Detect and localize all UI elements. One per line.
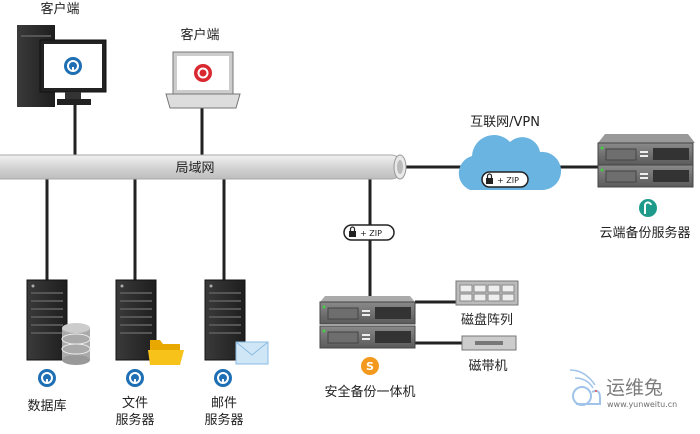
mail-server: 邮件 服务器 (204, 279, 269, 428)
client-desktop: 客户端 (17, 1, 107, 107)
lock-icon (486, 178, 493, 184)
cloud-backup-server: 云端备份服务器 (597, 134, 695, 241)
watermark-url: www.yunweitu.cn (607, 400, 677, 409)
appliance-label: 安全备份一体机 (324, 384, 415, 400)
lan-label: 局域网 (175, 161, 214, 176)
server-label: 服务器 (204, 412, 243, 428)
tape-label: 磁带机 (468, 359, 507, 374)
folder-icon (148, 340, 184, 365)
mail-icon (235, 341, 269, 365)
database-icon (61, 323, 91, 365)
appliance-logo-icon (361, 357, 379, 375)
badge-label: + ZIP (497, 176, 519, 185)
database-server: 数据库 (26, 279, 91, 414)
server-label: 服务器 (115, 412, 154, 428)
server-logo-icon (37, 368, 57, 388)
client-laptop: 客户端 (165, 27, 241, 109)
server-label: 邮件 (211, 396, 237, 411)
server-logo-icon (213, 368, 233, 388)
rabbit-icon (569, 369, 596, 389)
internet-label: 互联网/VPN (470, 115, 540, 130)
encryption-zip-badge: + ZIP (343, 224, 395, 241)
server-label: 文件 (122, 396, 148, 411)
cloud-server-label: 云端备份服务器 (599, 225, 690, 241)
client-label: 客户端 (180, 27, 219, 43)
backup-appliance: S 安全备份一体机 (319, 296, 416, 400)
internet-cloud: 互联网/VPN + ZIP (458, 115, 562, 190)
disk-array: 磁盘阵列 (455, 280, 519, 328)
client-logo-icon (63, 56, 83, 76)
svg-text:S: S (366, 360, 374, 373)
badge-label: + ZIP (360, 229, 382, 238)
server-label: 数据库 (27, 398, 66, 414)
server-logo-icon (125, 368, 145, 388)
cloud-logo-icon (639, 199, 657, 217)
watermark-brand: 运维兔 (606, 377, 663, 399)
lan-pipe: 局域网 (0, 154, 407, 180)
lock-icon (349, 231, 356, 237)
disk-array-label: 磁盘阵列 (461, 312, 513, 328)
client-label: 客户端 (40, 1, 79, 17)
tape-drive: 磁带机 (461, 335, 517, 374)
watermark-logo: 运维兔 www.yunweitu.cn (569, 369, 677, 409)
file-server: 文件 服务器 (115, 279, 184, 428)
